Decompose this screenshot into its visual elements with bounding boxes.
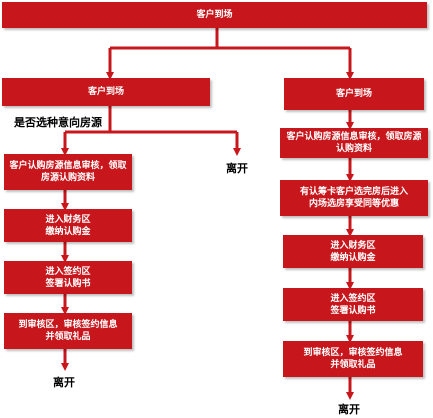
right-step-node-4: 进入签约区 签署认购书 (283, 288, 423, 321)
left-header-label: 客户到场 (87, 87, 124, 97)
right-step-label-2: 有认筹卡客户选完房后进入 内场选房享受同等优惠 (299, 187, 408, 209)
right-step-node-1: 客户认购房源信息审核，领取房源认购资料 (280, 128, 428, 158)
left-leave-label: 离开 (226, 162, 248, 175)
right-step-node-5: 到审核区，审核签约信息 并领取礼品 (283, 341, 423, 377)
left-step-node-3: 进入签约区 签署认购书 (4, 261, 132, 294)
right-header-label: 客户到场 (335, 89, 372, 99)
right-step-node-2: 有认筹卡客户选完房后进入 内场选房享受同等优惠 (280, 180, 428, 216)
right-step-label-1: 客户认购房源信息审核，领取房源认购资料 (286, 132, 422, 154)
left-step-node-4: 到审核区，审核签约信息 并领取礼品 (4, 313, 132, 349)
root-node: 客户到场 (2, 2, 427, 28)
left-step-label-2: 进入财务区 缴纳认购金 (45, 214, 91, 237)
root-node-label: 客户到场 (196, 10, 233, 20)
right-end-label: 离开 (338, 403, 360, 416)
right-step-label-5: 到审核区，审核签约信息 并领取礼品 (303, 348, 403, 370)
left-header-node: 客户到场 (2, 78, 210, 106)
left-step-label-1: 客户认购房源信息审核，领取房源认购资料 (9, 161, 127, 183)
right-header-node: 客户到场 (284, 78, 424, 110)
right-step-label-3: 进入财务区 缴纳认购金 (330, 240, 376, 263)
right-step-label-4: 进入签约区 签署认购书 (330, 293, 376, 316)
left-step-label-3: 进入签约区 签署认购书 (45, 266, 91, 289)
left-decision-question: 是否选种意向房源 (14, 116, 102, 129)
right-step-node-3: 进入财务区 缴纳认购金 (283, 235, 423, 268)
left-step-node-2: 进入财务区 缴纳认购金 (4, 209, 132, 242)
left-step-node-1: 客户认购房源信息审核，领取房源认购资料 (4, 154, 132, 190)
left-step-label-4: 到审核区，审核签约信息 并领取礼品 (18, 320, 118, 342)
left-end-label: 离开 (53, 376, 75, 389)
